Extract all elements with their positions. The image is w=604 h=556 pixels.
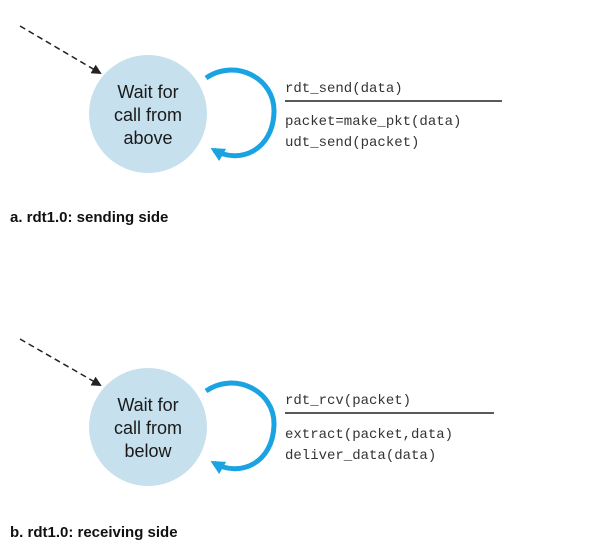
initial-state-arrow — [19, 25, 102, 75]
transition-action-1: packet=make_pkt(data) — [285, 114, 461, 130]
caption-receiving-side: b. rdt1.0: receiving side — [10, 524, 178, 541]
transition-action-2: udt_send(packet) — [285, 135, 419, 151]
state-label-line-2: call from — [114, 105, 182, 125]
state-wait-for-call-from-above — [89, 55, 207, 173]
transition-action-1: extract(packet,data) — [285, 427, 453, 443]
transition-action-2: deliver_data(data) — [285, 448, 436, 464]
caption-sending-side: a. rdt1.0: sending side — [10, 209, 168, 226]
state-wait-for-call-from-below — [89, 368, 207, 486]
state-label-line-2: call from — [114, 418, 182, 438]
state-label-line-3: above — [123, 128, 172, 148]
state-label-line-1: Wait for — [117, 82, 178, 102]
transition-event: rdt_rcv(packet) — [285, 393, 411, 409]
state-label-line-3: below — [124, 441, 172, 461]
initial-state-arrow — [19, 338, 102, 386]
self-loop-arrow — [204, 67, 277, 162]
diagram-receiving-side: Wait for call from below rdt_rcv(packet)… — [10, 338, 494, 541]
state-label-line-1: Wait for — [117, 395, 178, 415]
transition-event: rdt_send(data) — [285, 81, 403, 97]
diagram-sending-side: Wait for call from above rdt_send(data) … — [10, 25, 502, 226]
self-loop-arrow — [204, 380, 277, 475]
